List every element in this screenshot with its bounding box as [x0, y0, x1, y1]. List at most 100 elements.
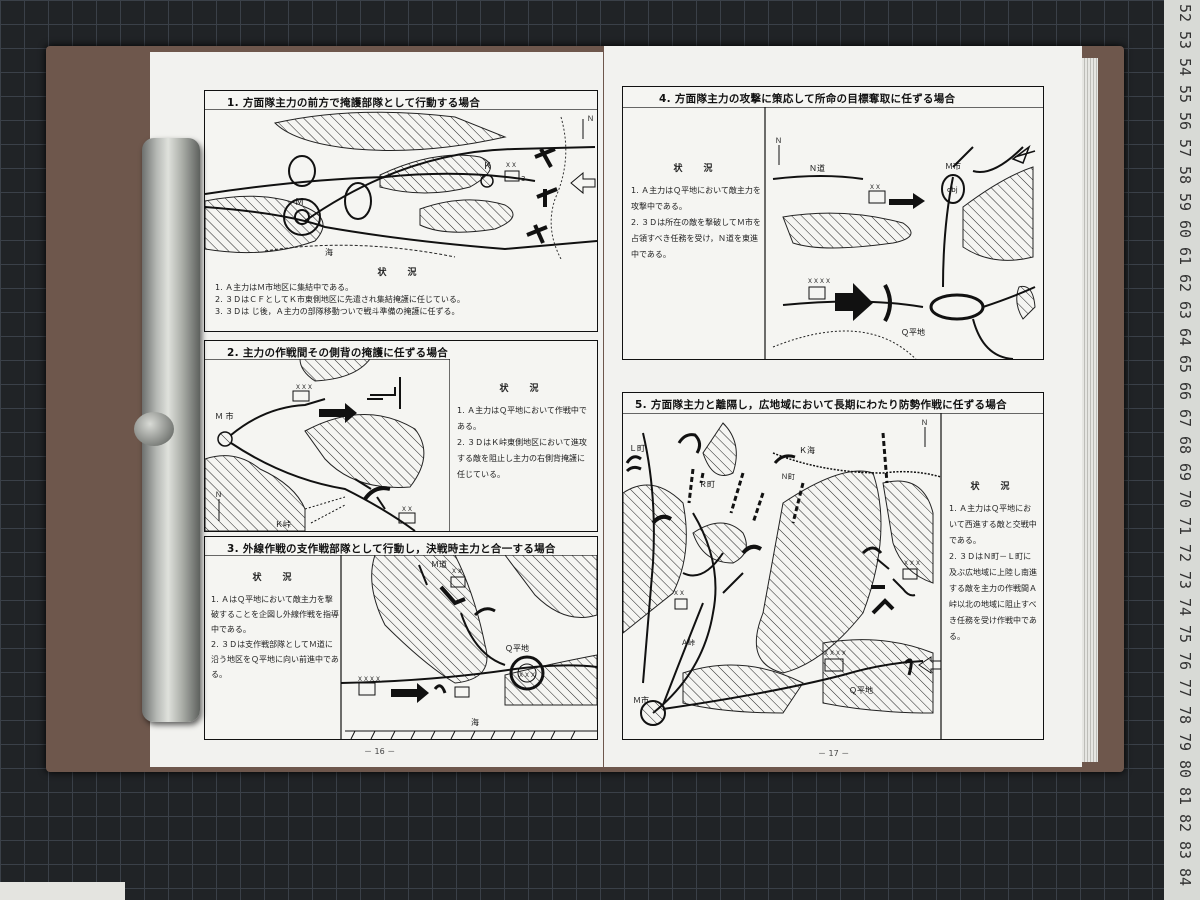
panel-2-situation-heading: 状 況 — [499, 384, 545, 394]
panel-4-situation: 状 況 1. Ａ主力はＱ平地において敵主力を攻撃中である。 2. ３Ｄは所在の敵… — [631, 161, 761, 263]
ruler-number: 62 — [1175, 273, 1194, 293]
panel-3-map-label-q-plain: Ｑ平地 — [505, 643, 529, 653]
panel-2-map-label-k-pass: Ｋ峠 — [275, 519, 291, 529]
panel-2-item-2: 2. ３ＤはＫ峠東側地区において進攻する敵を阻止し主力の右側背掩護に任じている。 — [457, 438, 587, 479]
panel-1-situation: 状 況 1. Ａ主力はＭ市地区に集結中である。 2. ３ＤはＣＦとしてＫ市東側地… — [215, 267, 585, 318]
panel-3-situation: 状 況 1. ＡはＱ平地において敵主力を撃破することを企図し外線作戦を指導中であ… — [211, 571, 339, 682]
ruler-number: 53 — [1175, 30, 1194, 50]
panel-4-map-label-m-city: Ｍ市 — [945, 161, 961, 171]
panel-5-situation-heading: 状 況 — [970, 482, 1016, 492]
left-page-number: － 16 － — [364, 747, 396, 756]
panel-4-map-label-xx: ＸＸ — [869, 184, 881, 191]
panel-5-item-2: 2. ３ＤはＮ町－Ｌ町に及ぶ広地域に上陸し南進する敵を主力の作戦間Ａ峠以北の地域… — [949, 552, 1037, 641]
panel-1-situation-heading: 状 況 — [377, 268, 423, 278]
panel-3-title: 3. 外線作戦の支作戦部隊として行動し，決戦時主力と合一する場合 — [227, 543, 556, 555]
panel-2-map-label-m-city: Ｍ 市 — [215, 411, 234, 421]
panel-1-map-label-n: Ｎ — [587, 115, 594, 123]
panel-5-map-label-xxxx: ＸＸＸＸ — [823, 650, 847, 657]
panel-4-situation-heading: 状 況 — [673, 164, 719, 174]
panel-5-map: Ｌ町 Ｋ海 Ｒ町 Ｎ町 Ｎ ＸＸＸ ＸＸ Ａ峠 ＸＸＸＸ Ｑ平地 Ｍ市 — [623, 413, 1043, 739]
panel-2: 2. 主力の作戦間その側背の掩護に任ずる場合 Ｍ 市 ＸＸＸ ＸＸ Ｋ峠 Ｎ — [204, 340, 598, 532]
ruler-number: 84 — [1175, 867, 1194, 887]
ruler-number: 54 — [1175, 57, 1194, 77]
ruler-number: 73 — [1175, 570, 1194, 590]
page-stack — [1082, 58, 1098, 762]
panel-5-map-label-n: Ｎ — [921, 419, 928, 427]
panel-2-map-label-n: Ｎ — [215, 491, 222, 499]
panel-1-map-label-k: Ｋ — [483, 162, 492, 172]
ruler-number: 58 — [1175, 165, 1194, 185]
panel-1-map-label-m: Ｍ — [295, 198, 304, 208]
panel-3-map-label-xx: ＸＸ — [451, 568, 463, 575]
panel-5: 5. 方面隊主力と離隔し，広地域において長期にわたり防勢作戦に任ずる場合 — [622, 392, 1044, 740]
ruler-number: 79 — [1175, 732, 1194, 752]
ruler-number: 81 — [1175, 786, 1194, 806]
panel-1-map: Ｍ Ｋ ＸＸ 3 海 Ｎ — [205, 109, 597, 259]
panel-5-map-label-r-town: Ｒ町 — [699, 480, 715, 489]
panel-1-item-2: 2. ３ＤはＣＦとしてＫ市東側地区に先遣され集結掩護に任じている。 — [215, 295, 465, 304]
panel-5-map-label-n-town: Ｎ町 — [781, 473, 795, 481]
ruler-number: 59 — [1175, 192, 1194, 212]
ruler-number: 61 — [1175, 246, 1194, 266]
panel-3-map-label-xxx: ＸＸＸ — [518, 672, 536, 679]
panel-4-title: 4. 方面隊主力の攻撃に策応して所命の目標奪取に任ずる場合 — [659, 93, 956, 105]
panel-1-map-label-three: 3 — [521, 175, 525, 183]
ruler-number: 66 — [1175, 381, 1194, 401]
panel-5-map-label-q-plain: Ｑ平地 — [849, 685, 873, 695]
panel-3-item-1: 1. ＡはＱ平地において敵主力を撃破することを企図し外線作戦を指導中である。 — [211, 595, 339, 634]
ruler-number: 71 — [1175, 516, 1194, 536]
ruler-number: 77 — [1175, 678, 1194, 698]
rod-knob — [134, 412, 174, 446]
ruler-number: 75 — [1175, 624, 1194, 644]
panel-4-map-label-xxxx: ＸＸＸＸ — [807, 278, 831, 285]
right-page: 4. 方面隊主力の攻撃に策応して所命の目標奪取に任ずる場合 状 況 1. Ａ主力… — [604, 46, 1082, 767]
panel-4-map-label-q-plain: Ｑ平地 — [901, 327, 925, 337]
panel-3-map-label-xxxx: ＸＸＸＸ — [357, 676, 381, 683]
panel-1: 1. 方面隊主力の前方で掩護部隊として行動する場合 Ｍ Ｋ — [204, 90, 598, 332]
panel-1-item-1: 1. Ａ主力はＭ市地区に集結中である。 — [215, 283, 354, 292]
panel-1-item-3: 3. ３Ｄは じ後，Ａ主力の部隊移動ついで戦斗準備の掩護に任ずる。 — [215, 307, 460, 316]
panel-3-map: Ｍ道 ＸＸ Ｑ平地 ＸＸＸ ＸＸＸＸ 海 — [205, 555, 597, 739]
panel-5-map-label-k-sea: Ｋ海 — [799, 445, 815, 455]
ruler-number: 76 — [1175, 651, 1194, 671]
panel-3-item-2: 2. ３Ｄは支作戦部隊としてＭ道に沿う地区をＱ平地に向い前進中である。 — [211, 640, 339, 679]
panel-2-map: Ｍ 市 ＸＸＸ ＸＸ Ｋ峠 Ｎ — [205, 359, 450, 531]
panel-4-map-label-n: Ｎ — [775, 137, 782, 145]
ruler-number: 57 — [1175, 138, 1194, 158]
ruler-number: 80 — [1175, 759, 1194, 779]
panel-4: 4. 方面隊主力の攻撃に策応して所命の目標奪取に任ずる場合 状 況 1. Ａ主力… — [622, 86, 1044, 360]
panel-5-map-label-xxx: ＸＸＸ — [903, 560, 921, 567]
ruler-number: 52 — [1175, 3, 1194, 23]
panel-5-map-label-m-city: Ｍ市 — [633, 695, 649, 705]
right-page-number: － 17 － — [818, 749, 850, 758]
ruler-number: 72 — [1175, 543, 1194, 563]
panel-2-situation: 状 況 1. Ａ主力はＱ平地において作戦中である。 2. ３ＤはＫ峠東側地区にお… — [457, 381, 587, 483]
ruler-number: 70 — [1175, 489, 1194, 509]
panel-5-title: 5. 方面隊主力と離隔し，広地域において長期にわたり防勢作戦に任ずる場合 — [635, 399, 1007, 411]
panel-4-map-label-obj: obj — [947, 186, 958, 194]
panel-1-map-label-unit: ＸＸ — [505, 162, 517, 169]
ruler-number: 55 — [1175, 84, 1194, 104]
ruler-number: 82 — [1175, 813, 1194, 833]
panel-5-map-label-a-pass: Ａ峠 — [681, 638, 695, 647]
panel-2-item-1: 1. Ａ主力はＱ平地において作戦中である。 — [457, 406, 587, 431]
panel-1-map-label-sea: 海 — [325, 247, 333, 257]
ruler-number: 83 — [1175, 840, 1194, 860]
panel-2-map-label-xx: ＸＸ — [401, 506, 413, 513]
panel-5-situation: 状 況 1. Ａ主力はＱ平地において西進する敵と交戦中である。 2. ３ＤはＮ町… — [949, 479, 1037, 645]
panel-3-map-label-m-road: Ｍ道 — [431, 559, 447, 569]
ruler-number: 78 — [1175, 705, 1194, 725]
panel-3-map-label-sea: 海 — [471, 717, 479, 727]
ruler-number: 60 — [1175, 219, 1194, 239]
panel-5-map-label-xx: ＸＸ — [673, 590, 685, 597]
ruler-number: 56 — [1175, 111, 1194, 131]
ruler-number: 63 — [1175, 300, 1194, 320]
panel-5-item-1: 1. Ａ主力はＱ平地において西進する敵と交戦中である。 — [949, 504, 1037, 545]
ruler-number: 74 — [1175, 597, 1194, 617]
panel-4-map: Ｎ Ｎ道 ＸＸ Ｍ市 obj ＸＸＸＸ Ｑ平地 — [623, 107, 1043, 359]
panel-4-item-1: 1. Ａ主力はＱ平地において敵主力を攻撃中である。 — [631, 186, 761, 211]
ruler-number: 65 — [1175, 354, 1194, 374]
panel-5-map-label-l-town: Ｌ町 — [629, 444, 645, 453]
panel-2-map-label-xxx: ＸＸＸ — [295, 384, 313, 391]
